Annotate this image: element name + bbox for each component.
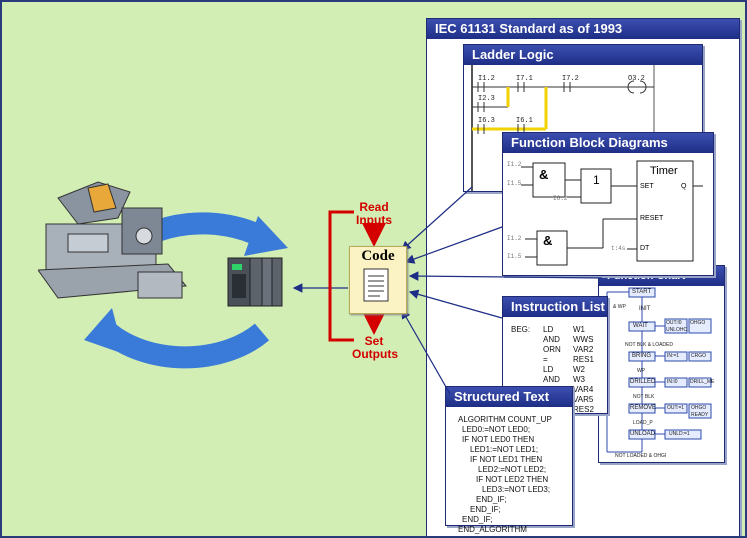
sfc-condition: NOT BLK & LOADED <box>625 342 673 348</box>
sfc-step: UNLOAD <box>630 431 656 437</box>
sfc-step: BRING <box>632 353 652 359</box>
timer-q-label: Q <box>681 183 687 190</box>
sfc-step: INIT <box>639 306 651 312</box>
sfc-action: UNLD:=1 <box>669 431 690 437</box>
il-arg: VAR4 <box>573 385 594 394</box>
document-icon <box>363 268 389 302</box>
timer-set-label: SET <box>640 183 654 190</box>
st-code: ALGORITHM COUNT_UP LED0:=NOT LED0; IF NO… <box>458 415 552 535</box>
il-op: AND <box>543 335 560 344</box>
sfc-action: IN:=1 <box>667 353 680 359</box>
contact-label: I7.2 <box>562 75 579 83</box>
il-label: BEG: <box>511 325 531 334</box>
fbd-input: I1.2 <box>507 235 522 242</box>
standard-title: IEC 61131 Standard as of 1993 <box>427 19 739 39</box>
cnc-machine-icon <box>38 181 187 299</box>
code-box: Code <box>349 246 407 314</box>
structured-text-panel: Structured Text ALGORITHM COUNT_UP LED0:… <box>445 386 573 534</box>
st-line: LED0:=NOT LED0; <box>462 425 531 434</box>
il-arg: WWS <box>573 335 594 344</box>
st-line: END_IF; <box>476 495 507 504</box>
code-label: Code <box>361 248 395 264</box>
sfc-action: IN:I0 <box>667 379 678 385</box>
plc-icon <box>227 257 283 307</box>
set-outputs-label: Set Outputs <box>352 334 398 361</box>
st-line: IF NOT LED1 THEN <box>470 455 543 464</box>
il-op: AND <box>543 375 560 384</box>
instruction-list-title: Instruction List <box>503 297 607 317</box>
sfc-action: OHGO <box>691 405 707 411</box>
or-gate-label: 1 <box>593 173 600 187</box>
sfc-action: UNLOHO <box>666 327 688 333</box>
structured-text-title: Structured Text <box>446 387 572 407</box>
function-block-title: Function Block Diagrams <box>503 133 713 153</box>
sfc-condition: NOT LOADED & OHGI <box>615 453 667 459</box>
sfc-action: OUT:I0 <box>666 320 682 326</box>
timer-dt-label: DT <box>640 245 650 252</box>
sfc-action: OUT:=1 <box>667 405 685 411</box>
fbd-diagram <box>521 160 703 266</box>
and-gate-label: & <box>539 167 549 182</box>
timer-label: Timer <box>650 165 678 177</box>
il-args: W1 WWS VAR2 RES1 W2 W3 VAR4 VAR5 RES2 <box>573 325 605 415</box>
st-line: END_ALGORITHM <box>458 525 527 534</box>
sfc-action: CRGO <box>691 353 706 359</box>
function-block-panel: Function Block Diagrams & 1 & Timer SET … <box>502 132 714 276</box>
ladder-logic-title: Ladder Logic <box>464 45 702 65</box>
il-arg: RES1 <box>573 355 594 364</box>
st-line: LED2:=NOT LED2; <box>478 465 547 474</box>
coil-label: O3.2 <box>628 75 645 83</box>
il-arg: W2 <box>573 365 585 374</box>
fbd-input: I1.2 <box>507 161 522 168</box>
sfc-step: DRILLED <box>630 379 656 385</box>
il-arg: VAR2 <box>573 345 594 354</box>
contact-label: I1.2 <box>478 75 495 83</box>
st-line: IF NOT LED2 THEN <box>476 475 549 484</box>
fbd-input: I1.5 <box>507 253 522 260</box>
il-op: LD <box>543 365 554 374</box>
sfc-step: START <box>632 289 652 295</box>
sfc-condition: NOT BLK <box>633 394 655 400</box>
timer-reset-label: RESET <box>640 215 664 222</box>
read-inputs-label: Read Inputs <box>356 200 392 227</box>
st-line: IF NOT LED0 THEN <box>462 435 535 444</box>
st-line: LED3:=NOT LED3; <box>482 485 551 494</box>
il-op: ORN <box>543 345 561 354</box>
il-arg: W3 <box>573 375 585 384</box>
contact-label: I6.3 <box>478 117 495 125</box>
fbd-input: I1.5 <box>507 180 522 187</box>
and-gate-label: & <box>543 233 553 248</box>
sfc-action: OHGO <box>690 320 706 326</box>
sfc-step: REMOVE <box>630 405 657 411</box>
contact-label: I2.3 <box>478 95 495 103</box>
contact-label: I7.1 <box>516 75 533 83</box>
il-op: = <box>543 355 548 364</box>
il-op: LD <box>543 325 554 334</box>
contact-label: I6.1 <box>516 117 533 125</box>
timer-preset: t:4s <box>611 245 626 252</box>
sfc-condition: LOAD_P <box>633 420 653 426</box>
sfc-step: WAIT <box>633 323 648 329</box>
sfc-condition: WP <box>637 368 646 374</box>
il-arg: VAR5 <box>573 395 594 404</box>
st-line: END_IF; <box>470 505 501 514</box>
il-arg: W1 <box>573 325 585 334</box>
sfc-action: READY <box>691 412 709 418</box>
st-line: END_IF; <box>462 515 493 524</box>
sfc-condition: & WP <box>613 304 626 310</box>
st-line: LED1:=NOT LED1; <box>470 445 539 454</box>
ladder-diagram <box>471 65 655 191</box>
fbd-input: I6.2 <box>553 195 568 202</box>
il-arg: RES2 <box>573 405 594 414</box>
st-line: ALGORITHM COUNT_UP <box>458 415 552 424</box>
sfc-action: DRILL_ME <box>690 379 715 385</box>
